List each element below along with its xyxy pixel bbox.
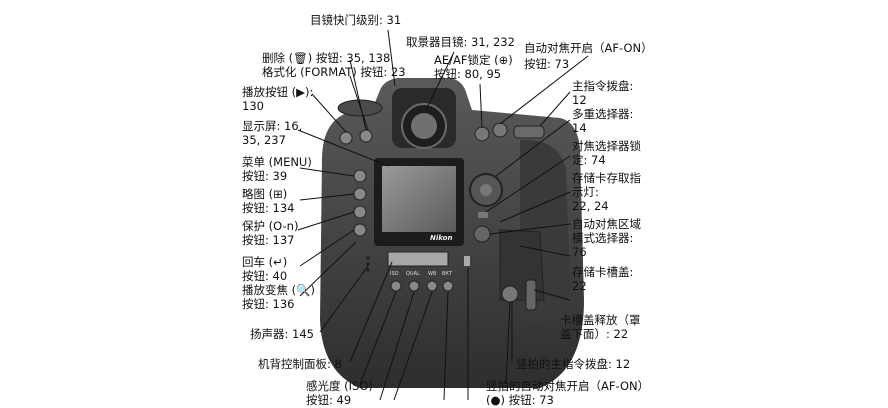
lcd-button-label-bkt: ВКТ xyxy=(442,271,453,277)
iso-button[interactable] xyxy=(390,280,402,292)
label-focus-selector-lock-b: 定: 74 xyxy=(572,153,606,167)
lcd-button-label-wb: WB xyxy=(428,271,437,277)
card-access-lamp xyxy=(464,256,470,266)
label-ae-af-lock-a: AE/AF锁定 (⊕) xyxy=(434,53,513,67)
label-card-access-lamp-a: 存储卡存取指 xyxy=(572,171,641,185)
label-card-access-lamp-b: 示灯: xyxy=(572,185,599,199)
label-vertical-af-on-b: (●) 按钮: 73 xyxy=(486,393,554,407)
lcd-button-row xyxy=(390,280,454,292)
label-af-area-mode-a: 自动对焦区域 xyxy=(572,217,641,231)
label-vertical-main-dial: 竖拍的主指令拨盘: 12 xyxy=(516,357,631,371)
bkt-button[interactable] xyxy=(442,280,454,292)
lcd-button-label-qual: QUAL xyxy=(406,271,420,277)
label-delete-button: 删除 (🗑) 按钮: 35, 138 xyxy=(262,51,391,65)
brand-logo: Nikon xyxy=(430,234,452,242)
label-card-slot-release-a: 卡槽盖释放（罩 xyxy=(560,313,641,327)
label-enter-button-b: 按钮: 40 xyxy=(242,269,288,283)
delete-button[interactable] xyxy=(359,129,373,143)
mode-dial[interactable] xyxy=(337,99,383,117)
label-playback-zoom-a: 播放变焦 (🔍) xyxy=(242,283,315,297)
af-area-mode-selector[interactable] xyxy=(473,225,491,243)
label-main-command-dial-b: 12 xyxy=(572,93,587,107)
label-shutter-release-mode: 目镜快门级别: 31 xyxy=(310,13,402,27)
qual-button[interactable] xyxy=(408,280,420,292)
label-main-command-dial-a: 主指令拨盘: xyxy=(572,79,634,93)
label-af-on-button-a: 自动对焦开启（AF-ON） xyxy=(524,41,653,55)
playback-button[interactable] xyxy=(339,131,353,145)
thumbnail-button[interactable] xyxy=(353,187,367,201)
label-menu-button-a: 菜单 (MENU) xyxy=(242,155,312,169)
label-vertical-af-on-a: 竖拍的自动对焦开启（AF-ON） xyxy=(486,379,650,393)
label-card-slot-cover-b: 22 xyxy=(572,279,587,293)
label-multi-selector-a: 多重选择器: xyxy=(572,107,634,121)
label-monitor-b: 35, 237 xyxy=(242,133,286,147)
label-card-access-lamp-c: 22, 24 xyxy=(572,199,609,213)
wb-button[interactable] xyxy=(426,280,438,292)
leader-lines xyxy=(297,29,589,400)
speaker-grille xyxy=(366,256,370,272)
label-menu-button-b: 按钮: 39 xyxy=(242,169,288,183)
label-thumbnail-button-b: 按钮: 134 xyxy=(242,201,295,215)
label-playback-button-a: 播放按钮 (▶): xyxy=(242,85,314,99)
label-speaker: 扬声器: 145 xyxy=(250,327,314,341)
label-format-button: 格式化 (FORMAT) 按钮: 23 xyxy=(262,65,406,79)
label-thumbnail-button-a: 略图 (⊞) xyxy=(242,187,288,201)
lcd-monitor xyxy=(382,166,456,232)
label-ae-af-lock-b: 按钮: 80, 95 xyxy=(434,67,502,81)
label-af-area-mode-b: 模式选择器: xyxy=(572,231,634,245)
vertical-command-dial[interactable] xyxy=(525,279,537,311)
label-protect-button-b: 按钮: 137 xyxy=(242,233,295,247)
af-on-button[interactable] xyxy=(492,122,508,138)
focus-selector-lock[interactable] xyxy=(478,212,488,218)
label-enter-button-a: 回车 (↵) xyxy=(242,255,288,269)
rear-control-panel xyxy=(387,251,449,267)
camera-body: Nikon ISO QUAL WB ВКТ xyxy=(320,78,584,388)
label-focus-selector-lock-a: 对焦选择器锁 xyxy=(572,139,641,153)
label-af-on-button-b: 按钮: 73 xyxy=(524,57,570,71)
label-playback-button-b: 130 xyxy=(242,99,264,113)
label-card-slot-release-b: 盖下面）: 22 xyxy=(560,327,629,341)
protect-button[interactable] xyxy=(353,205,367,219)
label-viewfinder-eyepiece: 取景器目镜: 31, 232 xyxy=(406,35,515,49)
menu-button[interactable] xyxy=(353,169,367,183)
label-monitor-a: 显示屏: 16, xyxy=(242,119,303,133)
main-command-dial[interactable] xyxy=(513,125,545,139)
ae-af-lock-button[interactable] xyxy=(474,126,490,142)
enter-button[interactable] xyxy=(353,223,367,237)
vertical-af-on-button[interactable] xyxy=(501,285,519,303)
label-multi-selector-b: 14 xyxy=(572,121,587,135)
label-af-area-mode-c: 76 xyxy=(572,245,587,259)
label-rear-control-panel: 机背控制面板: 8 xyxy=(258,357,342,371)
label-iso-button-a: 感光度 (ISO) xyxy=(306,379,373,393)
lcd-button-label-iso: ISO xyxy=(390,271,399,277)
label-card-slot-cover-a: 存储卡槽盖: xyxy=(572,265,634,279)
label-protect-button-a: 保护 (O-n) xyxy=(242,219,299,233)
label-playback-zoom-b: 按钮: 136 xyxy=(242,297,295,311)
label-iso-button-b: 按钮: 49 xyxy=(306,393,352,407)
